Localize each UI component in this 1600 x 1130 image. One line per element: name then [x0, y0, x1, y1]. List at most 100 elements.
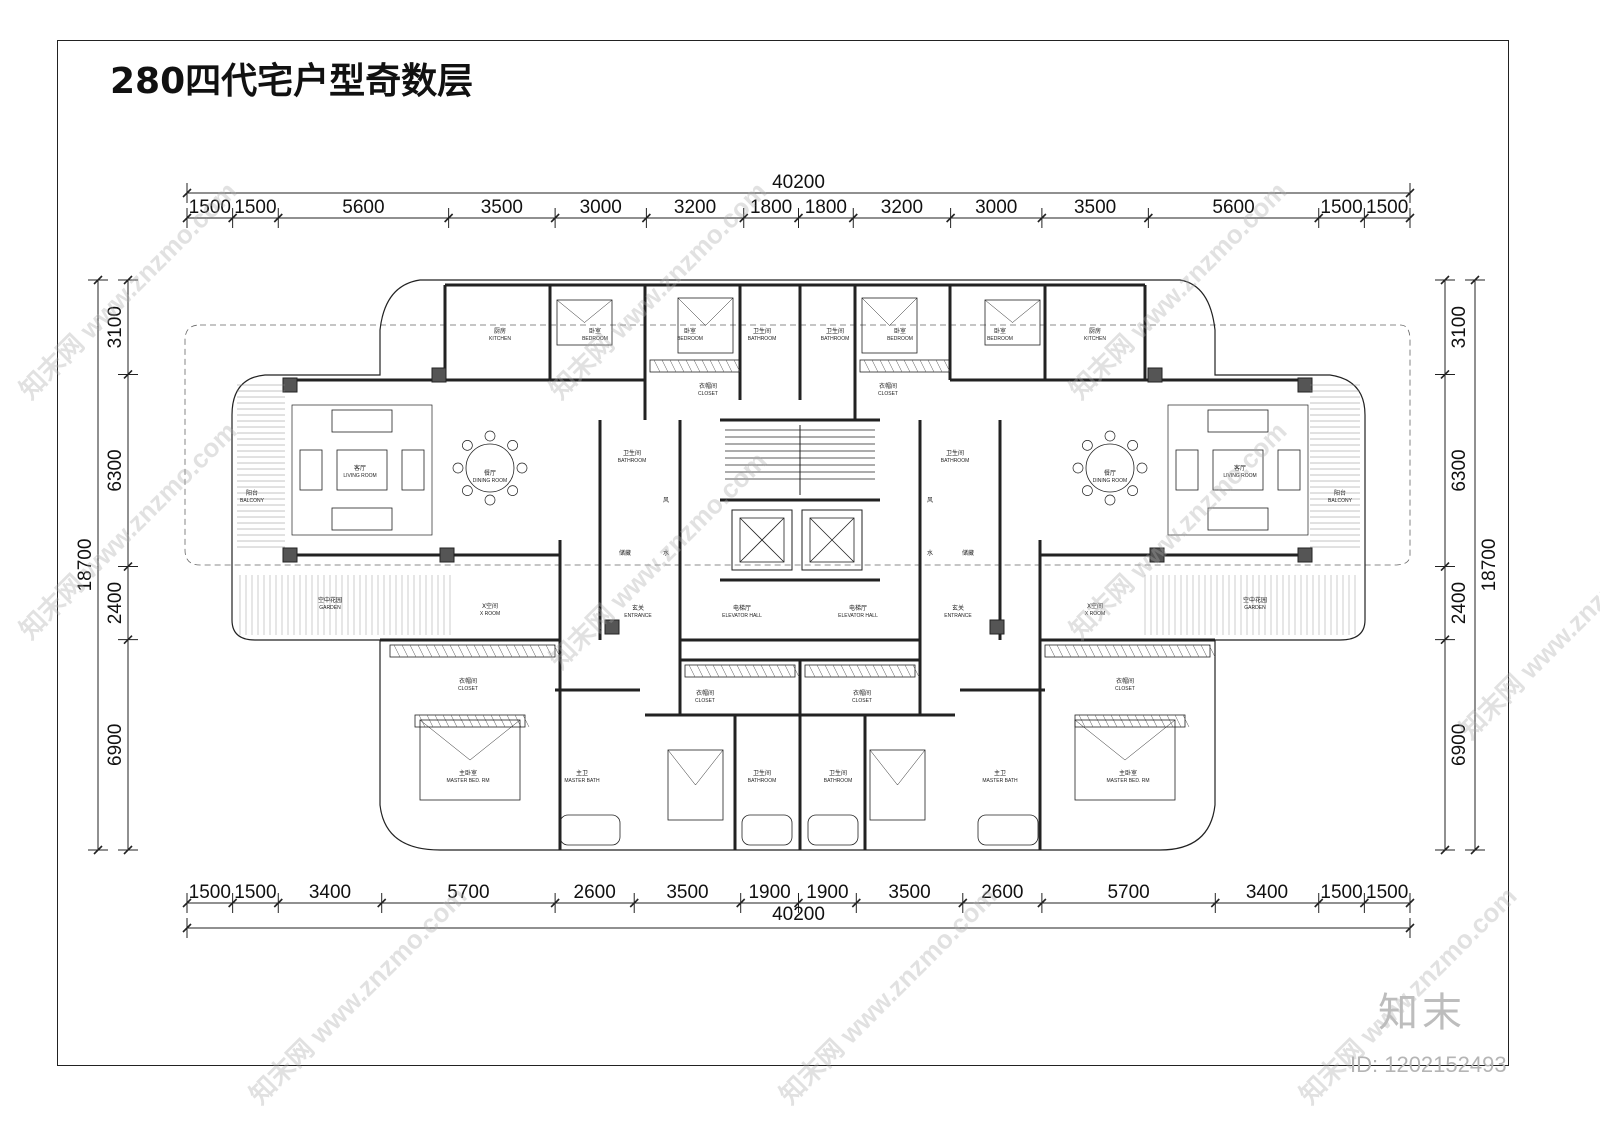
closet-hatch [498, 714, 506, 728]
dining-chair [516, 462, 528, 474]
room-label-en: X ROOM [480, 611, 500, 617]
closet-hatch [669, 359, 677, 373]
closet-hatch [1136, 644, 1144, 658]
sofa-area [291, 404, 433, 536]
closet-hatch [1110, 714, 1118, 728]
closet-rail [684, 664, 796, 678]
bottom_dims-label: 1900 [806, 882, 848, 903]
closet-hatch [720, 664, 728, 678]
bottom_dims-tick [1314, 898, 1324, 908]
dining-chair [1104, 494, 1116, 506]
room-label-en: ENTRANCE [624, 613, 652, 619]
closet-hatch [824, 664, 832, 678]
closet-hatch [474, 714, 482, 728]
closet-hatch [426, 714, 434, 728]
closet-hatch [1208, 644, 1216, 658]
room-label-zh: 风 [927, 497, 933, 504]
closet-hatch [895, 359, 903, 373]
elevator-car [739, 517, 785, 563]
closet-hatch [911, 359, 919, 373]
closet-hatch [1096, 644, 1104, 658]
dining-chair [1104, 430, 1116, 442]
closet-hatch [864, 664, 872, 678]
bottom_dims-tick [377, 898, 387, 908]
bottom_dims-label: 3500 [666, 882, 708, 903]
closet-hatch [506, 714, 514, 728]
room-label-en: CLOSET [458, 686, 478, 692]
dining-chair [1082, 485, 1093, 496]
right_dims-total-label: 18700 [1479, 539, 1500, 592]
closet-hatch [466, 714, 474, 728]
closet-hatch [840, 664, 848, 678]
bed-line [897, 749, 926, 786]
closet-rail [389, 644, 556, 658]
room-label-en: LIVING ROOM [1223, 473, 1256, 479]
room-label-zh: 卧室 [589, 327, 601, 335]
top_dims-tick [550, 213, 560, 223]
column [604, 619, 620, 635]
right_dims-tick [1440, 845, 1450, 855]
dining-chair [484, 430, 496, 442]
closet-hatch [433, 644, 441, 658]
closet-hatch [752, 664, 760, 678]
closet-hatch [760, 664, 768, 678]
column [1149, 547, 1165, 563]
left_dims-label: 6300 [105, 449, 126, 491]
closet-hatch [458, 714, 466, 728]
top_dims-label: 1800 [750, 197, 792, 218]
right_dims-tick [1440, 561, 1450, 572]
bottom_dims-tick [736, 898, 746, 908]
closet-hatch [903, 359, 911, 373]
closet-hatch [863, 359, 871, 373]
dining-chair [1082, 440, 1093, 451]
room-label-en: BEDROOM [887, 336, 913, 342]
room-label-zh: 卫生间 [826, 327, 844, 335]
top_dims-tick [1143, 213, 1153, 223]
room-label-zh: 卫生间 [753, 327, 771, 335]
dining-chair [1072, 462, 1084, 474]
closet-hatch [1168, 644, 1176, 658]
room-label-zh: 衣帽间 [879, 382, 897, 390]
sofa-area [1167, 404, 1309, 536]
closet-hatch [513, 644, 521, 658]
left_dims-label: 2400 [105, 582, 126, 624]
closet-hatch [1056, 644, 1064, 658]
room-label-en: GARDEN [319, 605, 341, 611]
dining-chair [462, 440, 473, 451]
room-label-en: BALCONY [1328, 498, 1353, 504]
closet-rail [804, 664, 916, 678]
closet-hatch [653, 359, 661, 373]
room-label-zh: X空间 [1087, 602, 1103, 610]
closet-hatch [1048, 644, 1056, 658]
right_dims-tick [1440, 635, 1450, 645]
closet-hatch [709, 359, 717, 373]
closet-hatch [393, 644, 401, 658]
bottom_dims-tick [1359, 898, 1369, 908]
room-label-zh: 卫生间 [946, 449, 964, 457]
drawing-frame [57, 40, 1509, 1066]
dining-chair [1127, 440, 1138, 451]
bottom_dims-label: 5700 [447, 882, 489, 903]
room-label-zh: X空间 [482, 602, 498, 610]
closet-hatch [418, 714, 426, 728]
closet-hatch [1086, 714, 1094, 728]
closet-hatch [896, 664, 904, 678]
closet-hatch [880, 664, 888, 678]
closet-hatch [832, 664, 840, 678]
closet-hatch [521, 644, 529, 658]
closet-hatch [1144, 644, 1152, 658]
room-label-en: BATHROOM [748, 778, 777, 784]
top_dims-tick [793, 213, 804, 223]
room-label-zh: 餐厅 [484, 469, 496, 477]
room-label-zh: 水 [927, 549, 933, 557]
closet-hatch [1176, 644, 1184, 658]
bed-line [419, 719, 471, 761]
drawing-title: 280四代宅户型奇数层 [110, 61, 474, 102]
bottom_dims-label: 3500 [888, 882, 930, 903]
room-label-en: BEDROOM [582, 336, 608, 342]
closet-hatch [537, 644, 545, 658]
closet-hatch [1184, 644, 1192, 658]
room-label-zh: 储藏 [962, 549, 974, 557]
bed-line [984, 299, 1013, 323]
bottom_dims-label: 1500 [1320, 882, 1362, 903]
